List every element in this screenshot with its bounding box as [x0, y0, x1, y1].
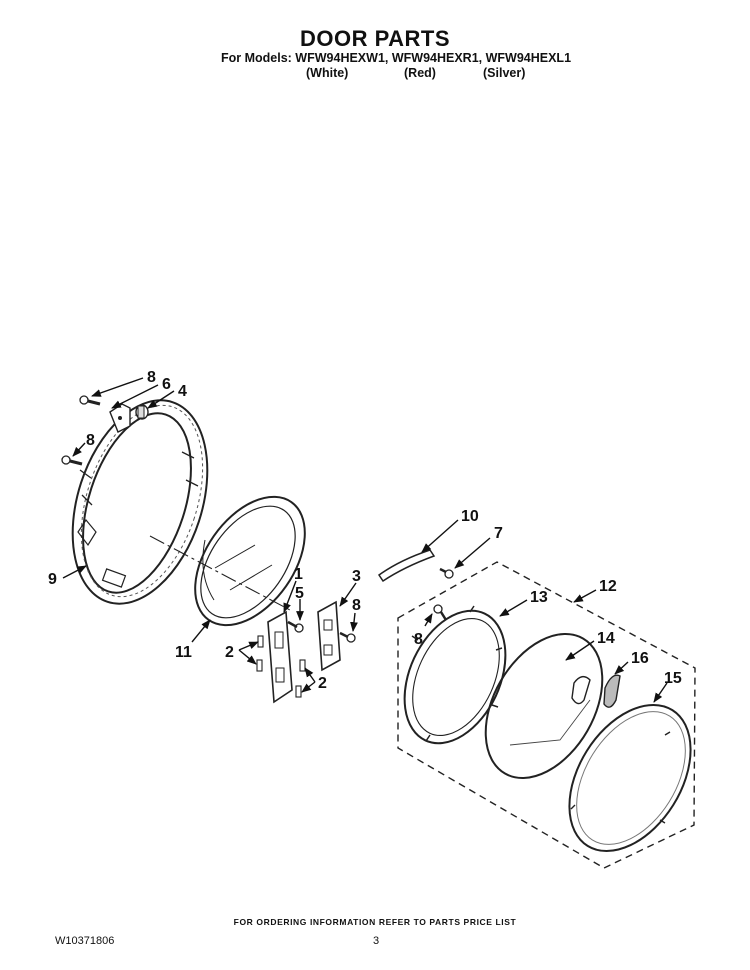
leader-8-upper — [91, 377, 144, 397]
leader-2a — [238, 641, 259, 651]
callout-8-upper: 8 — [147, 369, 156, 386]
door-bumper — [135, 404, 149, 420]
callout-15: 15 — [664, 670, 682, 687]
leader-8-block — [350, 612, 358, 632]
hinge-plate — [267, 610, 304, 704]
leader-4 — [147, 390, 175, 409]
handle-rod — [377, 549, 436, 583]
screw-7 — [439, 567, 454, 579]
leader-12 — [573, 589, 597, 603]
handle-cover — [603, 674, 621, 708]
callout-6: 6 — [162, 376, 171, 393]
callout-7: 7 — [494, 525, 503, 542]
hinge-pins — [256, 635, 306, 698]
screw-8-left — [61, 455, 83, 466]
callout-3: 3 — [352, 568, 361, 585]
assembly-box-outline — [397, 561, 696, 869]
leader-8-left — [72, 442, 86, 457]
document-number: W10371806 — [55, 935, 115, 947]
callout-5: 5 — [295, 585, 304, 602]
leader-2b — [301, 681, 316, 693]
callout-13: 13 — [530, 589, 548, 606]
outer-trim — [568, 703, 692, 853]
callout-16: 16 — [631, 650, 649, 667]
callout-8-left: 8 — [86, 432, 95, 449]
leader-7 — [454, 537, 491, 569]
leader-9 — [62, 565, 87, 579]
callout-9: 9 — [48, 571, 57, 588]
leader-11 — [191, 619, 211, 643]
variant-silver: (Silver) — [483, 66, 526, 80]
leader-6 — [111, 384, 159, 409]
callout-14: 14 — [597, 630, 615, 647]
inner-trim-ring — [403, 605, 507, 745]
leader-16 — [614, 661, 629, 675]
inner-door-glass — [194, 495, 306, 627]
callout-10: 10 — [461, 508, 479, 525]
leader-13 — [499, 599, 528, 617]
outer-door-ring — [71, 399, 209, 605]
leader-2a-lower — [238, 649, 257, 665]
leader-14 — [565, 640, 595, 661]
leader-8-assembly — [424, 613, 433, 627]
leader-15 — [653, 682, 668, 703]
door-panel — [484, 632, 604, 780]
leader-2b-upper — [304, 667, 316, 683]
ordering-note: FOR ORDERING INFORMATION REFER TO PARTS … — [233, 917, 517, 927]
page-number: 3 — [373, 935, 380, 947]
variant-white: (White) — [306, 66, 349, 80]
page-title: DOOR PARTS — [299, 26, 451, 51]
screw-8-assembly — [433, 604, 448, 621]
leader-1 — [283, 580, 297, 613]
callout-1: 1 — [294, 566, 303, 583]
callout-8-block: 8 — [352, 597, 361, 614]
callout-4: 4 — [178, 383, 187, 400]
callout-12: 12 — [599, 578, 617, 595]
variant-red: (Red) — [404, 66, 436, 80]
leader-3 — [339, 582, 357, 607]
screw-8-upper — [79, 395, 101, 406]
callout-11: 11 — [175, 644, 192, 661]
callout-8-assembly: 8 — [414, 631, 423, 648]
callout-2-right: 2 — [318, 675, 327, 692]
models-line: For Models: WFW94HEXW1, WFW94HEXR1, WFW9… — [221, 51, 572, 65]
leader-10 — [421, 519, 459, 553]
callout-2-left: 2 — [225, 644, 234, 661]
hinge-block — [317, 600, 356, 672]
